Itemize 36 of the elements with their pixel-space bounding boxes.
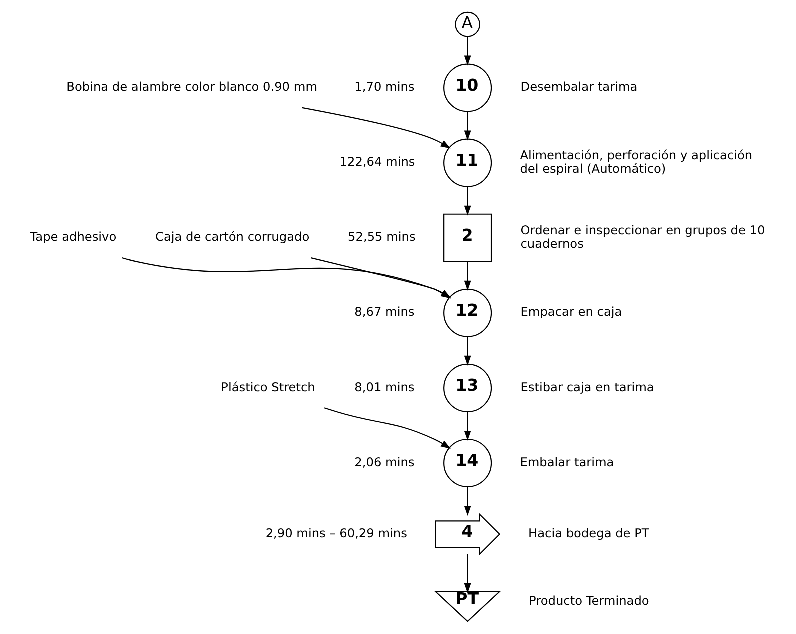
node-label: Hacia bodega de PT <box>528 526 650 540</box>
node-label: 2,90 mins – 60,29 mins <box>266 526 408 540</box>
node-box: 2 <box>444 214 492 262</box>
node-label: 122,64 mins <box>340 155 416 170</box>
arrow <box>464 554 472 594</box>
node-label: Ordenar e inspeccionar en grupos de 10 cuadernos <box>520 224 766 251</box>
node-label: Embalar tarima <box>520 455 614 470</box>
node-label: Estibar caja en tarima <box>520 380 654 394</box>
arrow <box>464 112 472 141</box>
node-text: Plástico Stretch <box>221 380 316 394</box>
node-circle: 13 <box>444 364 492 412</box>
node-text: Bobina de alambre color blanco 0.90 mm <box>66 80 318 94</box>
node-circle: A <box>455 12 480 38</box>
arrow <box>324 408 451 449</box>
node-label: 8,01 mins <box>354 380 415 394</box>
node-label: 52,55 mins <box>348 230 416 244</box>
node-text: Tape adhesivo <box>30 230 117 244</box>
arrow <box>302 107 451 149</box>
node-label: 1,70 mins <box>354 80 415 94</box>
node-circle: 12 <box>444 288 492 338</box>
node-label: 8,67 mins <box>354 305 415 320</box>
node-circle: 10 <box>444 64 492 112</box>
node-text: Caja de cartón corrugado <box>155 230 310 244</box>
node-label: 2,06 mins <box>354 455 415 470</box>
arrow <box>464 487 472 516</box>
node-circle: 14 <box>444 438 492 488</box>
arrow <box>464 186 472 216</box>
node-label: Empacar en caja <box>520 305 622 320</box>
node-circle: 11 <box>444 138 492 188</box>
node-label: Producto Terminado <box>529 594 650 608</box>
arrow <box>464 262 472 291</box>
arrow <box>464 36 472 66</box>
node-label: Alimentación, perforación y aplicación del espiral (Automático) <box>520 148 753 176</box>
arrow <box>464 336 472 366</box>
arrow <box>464 412 472 441</box>
node-label: Desembalar tarima <box>520 80 638 94</box>
